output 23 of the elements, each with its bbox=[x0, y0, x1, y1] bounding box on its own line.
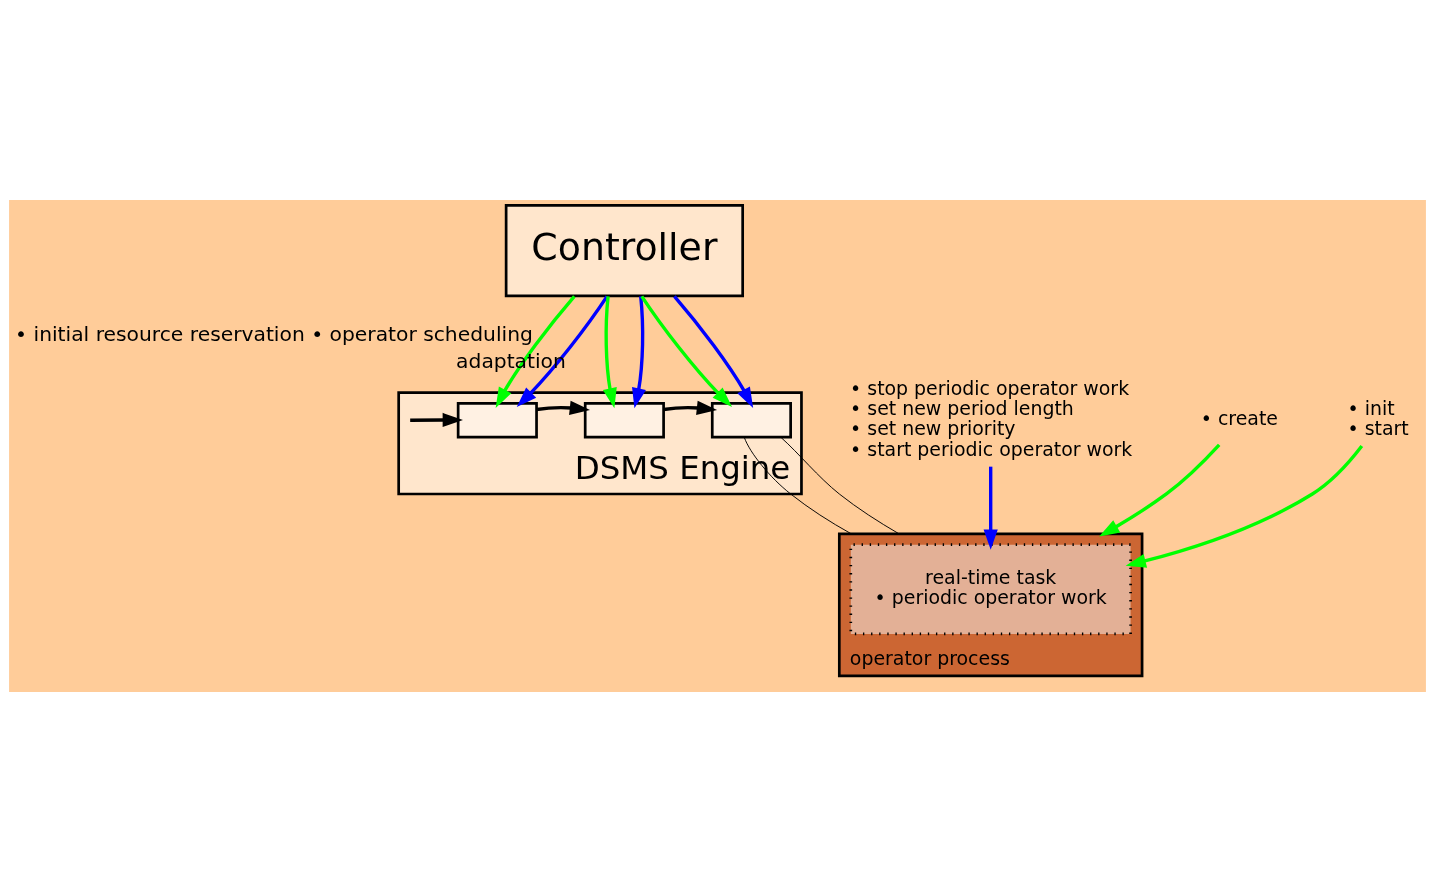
node-box: Controller bbox=[504, 204, 744, 298]
node-box: real-time task • periodic operator work bbox=[849, 543, 1132, 636]
arrow bbox=[410, 412, 463, 428]
node-box bbox=[710, 402, 792, 439]
arrow bbox=[1125, 445, 1364, 568]
arrow bbox=[663, 400, 718, 415]
arrow bbox=[983, 466, 998, 550]
arrow bbox=[673, 295, 754, 408]
arrow bbox=[632, 296, 646, 409]
connector bbox=[743, 437, 852, 535]
cluster: DSMS Engine bbox=[397, 391, 803, 496]
node-text: • init • start bbox=[1347, 397, 1409, 440]
arrow bbox=[1099, 443, 1221, 537]
node-text: • create bbox=[1200, 407, 1278, 430]
connector bbox=[780, 437, 900, 535]
node-box bbox=[583, 402, 665, 439]
arrow bbox=[602, 296, 617, 409]
node-box bbox=[456, 402, 538, 439]
edge-label: • initial resource reservation • operator scheduling bbox=[15, 321, 533, 346]
arrow bbox=[516, 295, 609, 407]
arrow bbox=[536, 400, 590, 415]
node-text: • stop periodic operator work • set new period length • set new priority • start periodic operator work bbox=[850, 376, 1133, 460]
arrow bbox=[640, 295, 732, 407]
